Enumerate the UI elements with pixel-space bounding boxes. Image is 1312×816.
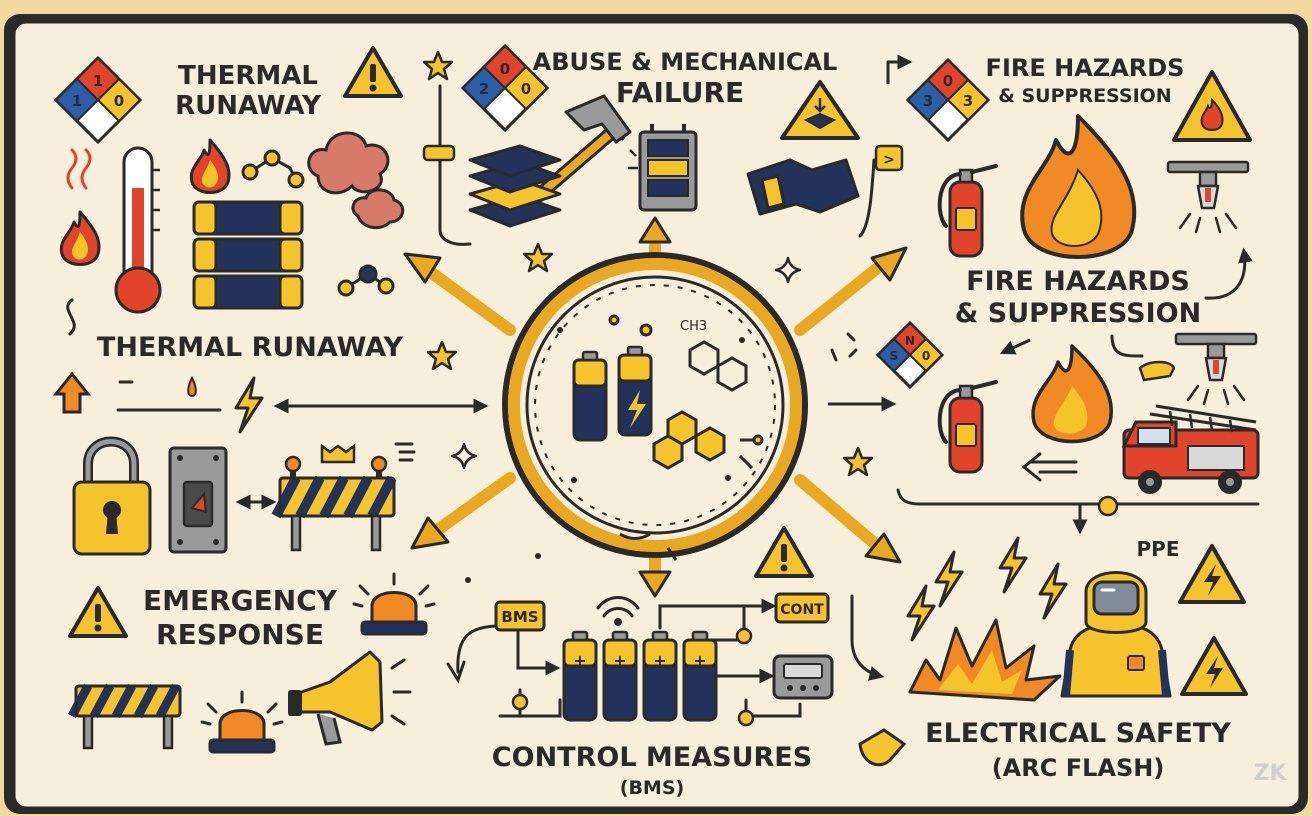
nfpa-diamond-icon: 0 3 3	[905, 57, 991, 143]
cont-label: CONT	[780, 602, 824, 618]
fire-warning-icon	[1172, 70, 1252, 142]
fire-title-1: FIRE HAZARDS	[986, 54, 1185, 82]
thermal-runaway-title-2: RUNAWAY	[175, 91, 322, 121]
molecule-icon	[241, 149, 305, 189]
fire-title-2: & SUPPRESSION	[998, 85, 1171, 107]
battery-icon	[572, 345, 653, 442]
control-title: CONTROL MEASURES	[492, 742, 812, 773]
fire-hazards-section: 0 3 3 FIRE HAZARDS & SUPPRESSION FIRE HA…	[828, 54, 1260, 535]
nfpa-diamond-icon: 1 1 0	[53, 55, 143, 145]
diamond-right: 0	[521, 80, 531, 98]
watermark: ZK	[1254, 761, 1288, 786]
diamond-right: 3	[963, 92, 973, 110]
emergency-title-2: RESPONSE	[156, 618, 324, 651]
control-subtitle: (BMS)	[620, 777, 684, 799]
molecule-icon	[608, 314, 764, 470]
diamond-top: 1	[93, 72, 103, 90]
nfpa-diamond-icon: N S 0	[875, 320, 945, 390]
abuse-section: 0 2 0 ABUSE & MECHANICAL FAILURE	[422, 43, 908, 284]
battery-stack-icon	[192, 200, 304, 310]
battery-module-icon	[638, 124, 698, 212]
diamond-left: 1	[72, 92, 82, 110]
bms-label: BMS	[501, 608, 538, 626]
ch3-label: CH3	[680, 319, 707, 334]
thermal-runaway-label: THERMAL RUNAWAY	[97, 332, 403, 363]
bms-controller-icon	[772, 654, 834, 700]
arc-flash-icon	[906, 536, 1068, 702]
battery-plus: +	[693, 651, 706, 670]
battery-row-icon: + + + +	[562, 630, 718, 722]
flame-icon	[1020, 114, 1137, 259]
crushed-layers-icon	[468, 144, 562, 228]
hammer-icon	[531, 94, 632, 203]
battery-plus: +	[653, 651, 666, 670]
electrical-subtitle: (ARC FLASH)	[992, 754, 1165, 782]
ppe-label: PPE	[1137, 537, 1180, 561]
diamond-left: S	[890, 349, 899, 363]
diamond-left: 3	[923, 92, 933, 110]
padlock-icon	[72, 436, 152, 556]
molecule-icon	[337, 264, 395, 297]
thermal-runaway-section: 1 1 0 THERMAL RUNAWAY	[52, 46, 489, 434]
nfpa-diamond-icon: 0 2 0	[460, 43, 550, 133]
thermometer-icon	[114, 146, 162, 314]
diamond-top: 0	[943, 72, 953, 90]
chevron-icon: >	[883, 152, 895, 168]
electrical-safety-section: PPE ELECTRICAL SAFETY (ARC FLASH) ZK	[850, 536, 1288, 786]
lockout-section	[72, 436, 478, 556]
fire-truck-icon	[1121, 404, 1260, 494]
control-measures-section: BMS CONT + + + +	[465, 526, 834, 799]
diamond-top: 0	[500, 60, 510, 78]
warning-triangle-icon	[780, 80, 860, 140]
battery-plus: +	[613, 651, 626, 670]
diamond-left: 2	[479, 80, 489, 98]
smoke-cloud-icon	[307, 131, 405, 230]
battery-plus: +	[573, 651, 586, 670]
central-hub: CH3	[403, 216, 908, 598]
diamond-top: N	[905, 334, 915, 348]
bms-box	[494, 600, 546, 632]
crushed-battery-icon	[746, 158, 860, 216]
diamond-right: 0	[114, 92, 124, 110]
diamond-right: 0	[922, 349, 930, 363]
barricade-icon	[271, 455, 397, 552]
fire-label-2: & SUPPRESSION	[955, 298, 1201, 329]
abuse-title-2: FAILURE	[616, 76, 744, 109]
electrical-title: ELECTRICAL SAFETY	[925, 718, 1231, 749]
emergency-response-section: EMERGENCY RESPONSE	[70, 572, 502, 754]
thermal-runaway-title-1: THERMAL	[178, 61, 318, 91]
switch-icon	[168, 446, 228, 554]
fire-label-1: FIRE HAZARDS	[966, 266, 1190, 297]
ppe-suit-icon	[1060, 571, 1172, 698]
abuse-title-1: ABUSE & MECHANICAL	[533, 48, 838, 76]
emergency-title-1: EMERGENCY	[143, 584, 338, 617]
flame-icon	[1031, 344, 1113, 444]
megaphone-icon	[288, 650, 412, 746]
